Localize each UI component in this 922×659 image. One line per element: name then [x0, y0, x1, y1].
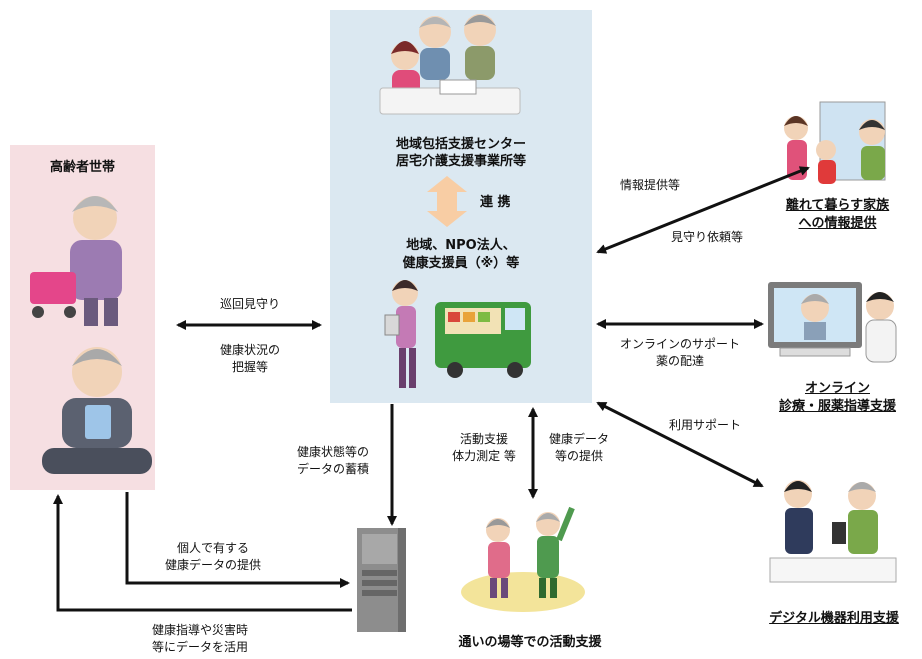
data-server-icon	[357, 528, 406, 632]
online-support-label-1: オンラインのサポート	[619, 337, 740, 351]
info-provide-label: 情報提供等	[619, 178, 680, 192]
center-line-1: 地域包括支援センター	[395, 137, 526, 152]
family-arrow	[596, 166, 810, 254]
elderly-household-title: 高齢者世帯	[49, 160, 115, 175]
center-line-2: 居宅介護支援事業所等	[395, 154, 526, 169]
watch-request-label: 見守り依頼等	[670, 230, 743, 244]
org-line-2: 健康支援員（※）等	[402, 256, 520, 271]
online-support-label-2: 薬の配達	[655, 354, 704, 368]
gathering-label: 通いの場等での活動支援	[458, 635, 602, 650]
link-arrow	[427, 176, 467, 227]
elderly-man-tablet-icon	[42, 347, 152, 474]
guidance-label-2: 等にデータを活用	[151, 640, 248, 654]
family-label-2: への情報提供	[798, 216, 877, 231]
digital-label: デジタル機器利用支援	[769, 611, 899, 626]
activity-label-2: 体力測定 等	[452, 449, 516, 463]
personal-data-label-2: 健康データの提供	[164, 558, 261, 572]
gathering-exercise-icon	[461, 506, 585, 612]
elderly-woman-walker-icon	[30, 196, 122, 326]
online-consultation-icon	[768, 282, 897, 363]
link-label: 連 携	[480, 195, 511, 210]
health-data-label-1: 健康データ	[548, 432, 609, 446]
consultation-desk-icon	[379, 14, 521, 115]
delivery-van-icon	[435, 302, 531, 378]
health-status-label-1: 健康状況の	[219, 343, 280, 357]
activity-label-1: 活動支援	[459, 432, 508, 446]
accumulate-label-2: データの蓄積	[296, 462, 369, 476]
patrol-label: 巡回見守り	[219, 297, 280, 311]
accumulate-label-1: 健康状態等の	[296, 445, 369, 459]
health-data-label-2: 等の提供	[554, 449, 603, 463]
use-support-label: 利用サポート	[668, 418, 741, 432]
health-status-label-2: 把握等	[231, 360, 268, 374]
family-label-1: 離れて暮らす家族	[785, 198, 890, 213]
online-label-2: 診療・服薬指導支援	[778, 399, 896, 414]
org-line-1: 地域、NPO法人、	[406, 238, 516, 253]
guidance-arrow	[53, 494, 352, 612]
online-label-1: オンライン	[804, 381, 870, 396]
personal-data-arrow	[125, 492, 350, 588]
digital-support-icon	[769, 480, 897, 583]
guidance-label-1: 健康指導や災害時	[151, 623, 248, 637]
personal-data-label-1: 個人で有する	[176, 541, 249, 555]
digital-arrow	[596, 401, 764, 488]
health-worker-icon	[384, 280, 418, 388]
